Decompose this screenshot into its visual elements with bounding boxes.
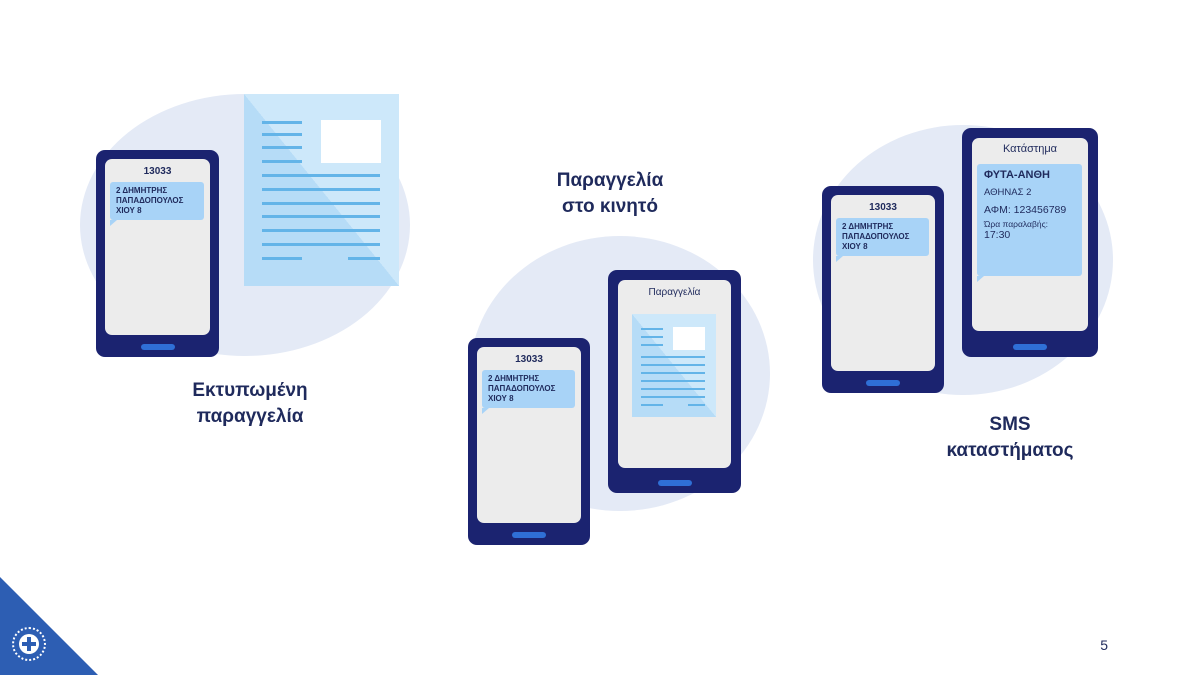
corner-decoration	[0, 577, 98, 675]
page-number: 5	[1100, 637, 1108, 653]
label-line: SMS	[989, 414, 1031, 435]
sms-line: ΧΙΟΥ 8	[488, 394, 514, 403]
home-button-icon	[140, 344, 175, 350]
label-line: στο κινητό	[562, 196, 658, 217]
sms-line: ΠΑΠΑΔΟΠΟΥΛΟΣ	[488, 384, 556, 393]
sms-line: ΠΑΠΑΔΟΠΟΥΛΟΣ	[116, 196, 184, 205]
phone-header: Παραγγελία	[648, 287, 701, 298]
printed-document-icon	[244, 94, 399, 286]
store-sms-bubble: ΦΥΤΑ-ΑΝΘΗ ΑΘΗΝΑΣ 2 ΑΦΜ: 123456789 Ώρα πα…	[977, 164, 1082, 282]
sms-bubble: 2 ΔΗΜΗΤΡΗΣ ΠΑΠΑΔΟΠΟΥΛΟΣ ΧΙΟΥ 8	[110, 182, 204, 226]
label-line: παραγγελία	[196, 406, 304, 427]
sms-bubble: 2 ΔΗΜΗΤΡΗΣ ΠΑΠΑΔΟΠΟΥΛΟΣ ΧΙΟΥ 8	[482, 370, 575, 414]
phone-order: Παραγγελία	[608, 270, 741, 493]
phone-sms-right: 13033 2 ΔΗΜΗΤΡΗΣ ΠΑΠΑΔΟΠΟΥΛΟΣ ΧΙΟΥ 8	[822, 186, 944, 393]
label-store-sms: SMS καταστήματος	[910, 412, 1110, 464]
sms-sender: 13033	[515, 354, 543, 365]
home-button-icon	[1013, 344, 1047, 350]
store-afm: ΑΦΜ: 123456789	[984, 204, 1067, 216]
greek-emblem-logo-icon	[12, 627, 46, 661]
home-button-icon	[512, 532, 546, 538]
sms-line: 2 ΔΗΜΗΤΡΗΣ	[842, 222, 894, 231]
sms-sender: 13033	[143, 166, 172, 177]
label-line: Παραγγελία	[556, 170, 664, 191]
sms-line: ΠΑΠΑΔΟΠΟΥΛΟΣ	[842, 232, 910, 241]
label-mobile-order: Παραγγελία στο κινητό	[510, 168, 710, 220]
pickup-time: 17:30	[984, 229, 1011, 241]
home-button-icon	[866, 380, 900, 386]
phone-store-sms: Κατάστημα ΦΥΤΑ-ΑΝΘΗ ΑΘΗΝΑΣ 2 ΑΦΜ: 123456…	[962, 128, 1098, 357]
sms-bubble: 2 ΔΗΜΗΤΡΗΣ ΠΑΠΑΔΟΠΟΥΛΟΣ ΧΙΟΥ 8	[836, 218, 929, 262]
sms-sender: 13033	[869, 202, 897, 213]
sms-line: 2 ΔΗΜΗΤΡΗΣ	[116, 186, 168, 195]
phone-header: Κατάστημα	[1002, 143, 1058, 155]
store-name: ΦΥΤΑ-ΑΝΘΗ	[984, 169, 1050, 181]
sms-line: ΧΙΟΥ 8	[116, 206, 142, 215]
label-printed-order: Εκτυπωμένη παραγγελία	[150, 378, 350, 430]
sms-line: ΧΙΟΥ 8	[842, 242, 868, 251]
sms-line: 2 ΔΗΜΗΤΡΗΣ	[488, 374, 540, 383]
order-document-icon	[632, 314, 716, 417]
pickup-label: Ώρα παραλαβής:	[984, 219, 1049, 229]
phone-sms-left: 13033 2 ΔΗΜΗΤΡΗΣ ΠΑΠΑΔΟΠΟΥΛΟΣ ΧΙΟΥ 8	[96, 150, 219, 357]
label-line: καταστήματος	[946, 440, 1074, 461]
store-address: ΑΘΗΝΑΣ 2	[984, 187, 1032, 198]
phone-sms-middle: 13033 2 ΔΗΜΗΤΡΗΣ ΠΑΠΑΔΟΠΟΥΛΟΣ ΧΙΟΥ 8	[468, 338, 590, 545]
home-button-icon	[657, 480, 692, 486]
label-line: Εκτυπωμένη	[192, 380, 308, 401]
